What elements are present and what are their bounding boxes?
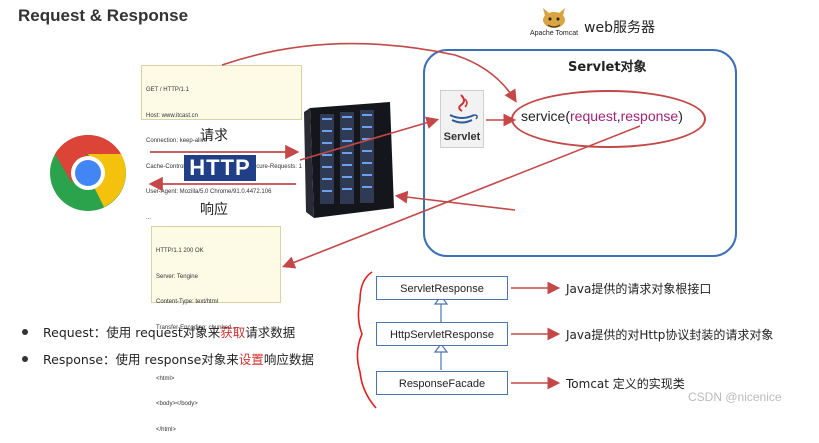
- service-request-param: request: [570, 108, 617, 124]
- request-line: User-Agent: Mozilla/5.0 Chrome/91.0.4472…: [146, 189, 272, 195]
- response-line: Transfer-Encoding: chunked...: [156, 324, 237, 331]
- class-desc-httpservletresponse: Java提供的对Http协议封装的请求对象: [566, 328, 774, 342]
- service-to-server-arrow: [394, 190, 516, 211]
- tomcat-container-box: [423, 49, 737, 257]
- server-to-servlet-arrow: [299, 116, 440, 161]
- response-line: HTTP/1.1 200 OK: [156, 248, 204, 254]
- class-box-httpservletresponse: HttpServletResponse: [376, 322, 508, 346]
- servlet-object-title: Servlet对象: [568, 60, 647, 75]
- request-to-service-arrow: [221, 42, 517, 103]
- service-method-text: service(request,response): [521, 108, 683, 124]
- service-prefix: service(: [521, 108, 571, 124]
- response-line: </html>: [156, 426, 177, 433]
- request-label: 请求: [200, 128, 228, 144]
- class-box-servletresponse: ServletResponse: [376, 276, 508, 300]
- http-protocol-badge: HTTP: [184, 155, 256, 181]
- bullet-term: Request：: [43, 325, 107, 340]
- class-box-responsefacade: ResponseFacade: [376, 371, 508, 395]
- tomcat-logo-icon: Apache Tomcat: [530, 8, 578, 38]
- response-line: Content-Type: text/html: [156, 299, 219, 305]
- service-separator: ,: [616, 108, 621, 124]
- arrows-layer: [148, 42, 641, 409]
- bullet-text: 响应数据: [263, 352, 314, 367]
- servlet-java-icon: Servlet: [440, 90, 484, 148]
- tomcat-logo-text: Apache Tomcat: [529, 30, 579, 37]
- bullet-text: 使用 response对象来: [115, 352, 239, 367]
- request-line: GET / HTTP/1.1: [146, 87, 189, 93]
- request-line: Host: www.itcast.cn: [146, 112, 199, 119]
- bullet-term: Response：: [43, 352, 116, 367]
- service-to-response-note-arrow: [282, 125, 641, 269]
- watermark: CSDN @nicenice: [688, 390, 782, 404]
- bullet-response: Response：使用 response对象来设置响应数据: [43, 349, 314, 368]
- bullet-text: 使用 request对象来: [106, 325, 221, 340]
- bullet-highlight: 设置: [238, 352, 264, 367]
- service-response-param: response: [620, 108, 679, 124]
- response-line: <body></body>: [156, 401, 198, 407]
- bullet-dot: [22, 356, 28, 362]
- servlet-icon-label: Servlet: [443, 131, 481, 143]
- request-message-note: GET / HTTP/1.1 Host: www.itcast.cn Conne…: [141, 65, 302, 221]
- web-server-label: web服务器: [584, 20, 655, 36]
- response-line: <html>: [156, 375, 175, 382]
- class-desc-servletresponse: Java提供的请求对象根接口: [566, 282, 712, 296]
- bullet-dot: [22, 329, 28, 335]
- chrome-icon: [48, 133, 128, 213]
- request-line: ...: [146, 214, 152, 221]
- server-rack-icon: [302, 100, 396, 222]
- request-line: Connection: keep-alive: [146, 138, 208, 144]
- bullet-highlight: 获取: [220, 325, 246, 340]
- service-suffix: ): [678, 108, 683, 124]
- class-desc-responsefacade: Tomcat 定义的实现类: [566, 377, 685, 391]
- page-title: Request & Response: [18, 6, 189, 25]
- response-label: 响应: [200, 202, 228, 218]
- bullet-text: 请求数据: [245, 325, 296, 340]
- hierarchy-bracket: [356, 271, 377, 409]
- response-line: Server: Tengine: [156, 273, 198, 280]
- bullet-request: Request：使用 request对象来获取请求数据: [43, 322, 295, 341]
